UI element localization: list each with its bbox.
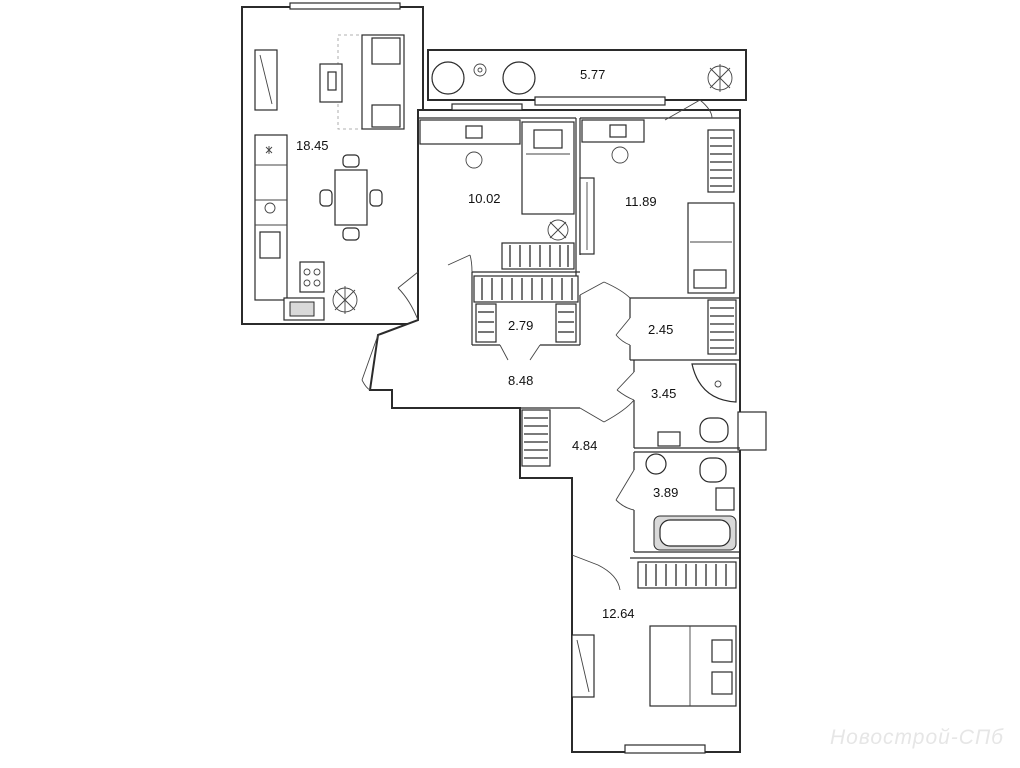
doors [361, 99, 713, 591]
bedroom-3-furniture [579, 119, 735, 294]
windows [289, 2, 767, 754]
room-area-bathroom-tub: 3.89 [653, 485, 678, 500]
room-area-living-kitchen: 18.45 [296, 138, 329, 153]
plant-icon [332, 286, 358, 314]
loggia-furniture [431, 61, 733, 95]
room-area-corridor: 4.84 [572, 438, 597, 453]
wardrobes [473, 129, 737, 589]
bedroom-2-furniture [419, 119, 575, 241]
room-area-storage: 2.45 [648, 322, 673, 337]
plant-icon [547, 219, 569, 241]
room-area-loggia: 5.77 [580, 67, 605, 82]
plant-icon [707, 64, 733, 92]
room-area-hall: 8.48 [508, 373, 533, 388]
area-labels: 18.45 5.77 10.02 11.89 2.79 2.45 8.48 3.… [296, 67, 678, 621]
room-area-bedroom-master: 12.64 [602, 606, 635, 621]
bathroom-tub-fixtures [645, 453, 737, 551]
room-area-bedroom-3: 11.89 [625, 194, 657, 209]
room-area-wardrobe: 2.79 [508, 318, 533, 333]
room-area-bedroom-2: 10.02 [468, 191, 501, 206]
living-furniture [254, 34, 405, 321]
room-area-bathroom-shower: 3.45 [651, 386, 676, 401]
bathroom-shower-fixtures [657, 363, 737, 447]
watermark: Новострой-СПб [829, 726, 1004, 749]
interior-walls [417, 117, 740, 559]
master-bedroom-furniture [571, 625, 737, 707]
